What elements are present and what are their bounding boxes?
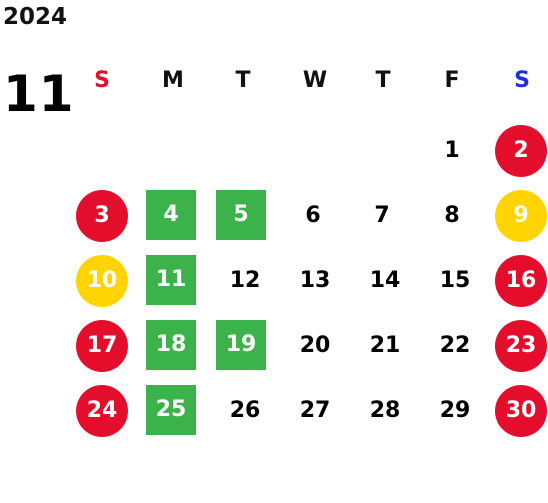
day-26[interactable]: 26 <box>229 398 261 423</box>
day-25[interactable]: 25 <box>146 385 196 435</box>
day-20[interactable]: 20 <box>299 333 331 358</box>
day-9[interactable]: 9 <box>495 190 547 242</box>
weekday-sat: S <box>514 68 530 93</box>
day-6[interactable]: 6 <box>305 203 321 228</box>
day-3[interactable]: 3 <box>76 190 128 242</box>
day-13[interactable]: 13 <box>299 268 331 293</box>
day-5[interactable]: 5 <box>216 190 266 240</box>
weekday-mon: M <box>162 68 184 93</box>
weekday-wed: W <box>302 68 328 93</box>
day-30[interactable]: 30 <box>495 385 547 437</box>
weekday-thu: T <box>375 68 391 93</box>
year-label: 2024 <box>3 4 68 30</box>
month-label: 11 <box>3 65 75 123</box>
day-23[interactable]: 23 <box>495 320 547 372</box>
day-1[interactable]: 1 <box>444 138 460 163</box>
day-21[interactable]: 21 <box>369 333 401 358</box>
day-11[interactable]: 11 <box>146 255 196 305</box>
day-10[interactable]: 10 <box>76 255 128 307</box>
day-4[interactable]: 4 <box>146 190 196 240</box>
day-27[interactable]: 27 <box>299 398 331 423</box>
day-2[interactable]: 2 <box>495 125 547 177</box>
day-24[interactable]: 24 <box>76 385 128 437</box>
day-14[interactable]: 14 <box>369 268 401 293</box>
day-17[interactable]: 17 <box>76 320 128 372</box>
day-29[interactable]: 29 <box>439 398 471 423</box>
day-28[interactable]: 28 <box>369 398 401 423</box>
weekday-fri: F <box>444 68 460 93</box>
day-19[interactable]: 19 <box>216 320 266 370</box>
day-15[interactable]: 15 <box>439 268 471 293</box>
day-16[interactable]: 16 <box>495 255 547 307</box>
day-12[interactable]: 12 <box>229 268 261 293</box>
day-18[interactable]: 18 <box>146 320 196 370</box>
day-7[interactable]: 7 <box>374 203 390 228</box>
weekday-tue: T <box>235 68 251 93</box>
weekday-sun: S <box>94 68 110 93</box>
day-8[interactable]: 8 <box>444 203 460 228</box>
day-22[interactable]: 22 <box>439 333 471 358</box>
